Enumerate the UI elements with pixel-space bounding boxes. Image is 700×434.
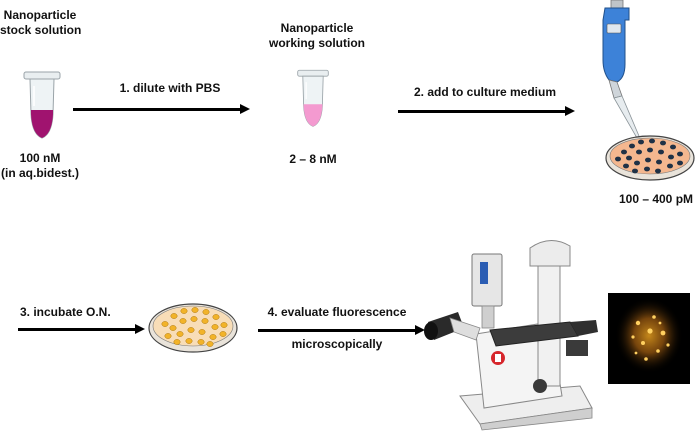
step4-arrow — [258, 325, 425, 335]
fluorescence-image — [608, 293, 690, 384]
working-title-line2: working solution — [269, 36, 365, 50]
stock-title-line2: stock solution — [0, 23, 82, 37]
microscope-icon — [424, 240, 598, 431]
working-title-line1: Nanoparticle — [280, 21, 354, 35]
stock-liquid — [31, 110, 53, 138]
step1-label: 1. dilute with PBS — [119, 81, 221, 95]
stock-tube-icon — [23, 71, 61, 139]
stock-title-line1: Nanoparticle — [3, 8, 77, 22]
step2-label: 2. add to culture medium — [413, 85, 557, 99]
step3-arrow — [18, 324, 145, 334]
step3-label: 3. incubate O.N. — [20, 305, 111, 319]
working-concentration: 2 – 8 nM — [289, 152, 337, 166]
stock-title: Nanoparticle stock solution — [0, 8, 82, 38]
step4-label: 4. evaluate fluorescence — [267, 305, 407, 319]
culture-concentration: 100 – 400 pM — [618, 192, 694, 206]
incubated-dish-icon — [148, 303, 238, 353]
stock-conc-line1: 100 nM — [19, 151, 61, 165]
pipette-icon — [602, 0, 640, 139]
step4-label-2: microscopically — [291, 337, 383, 351]
petri-dish-icon — [605, 135, 695, 181]
stock-conc-line2: (in aq.bidest.) — [1, 166, 79, 180]
stock-concentration: 100 nM (in aq.bidest.) — [0, 151, 82, 181]
step2-arrow — [398, 106, 575, 116]
working-tube-icon — [297, 69, 329, 127]
step1-arrow — [73, 104, 250, 114]
working-liquid — [303, 104, 323, 127]
working-title: Nanoparticle working solution — [262, 21, 372, 51]
